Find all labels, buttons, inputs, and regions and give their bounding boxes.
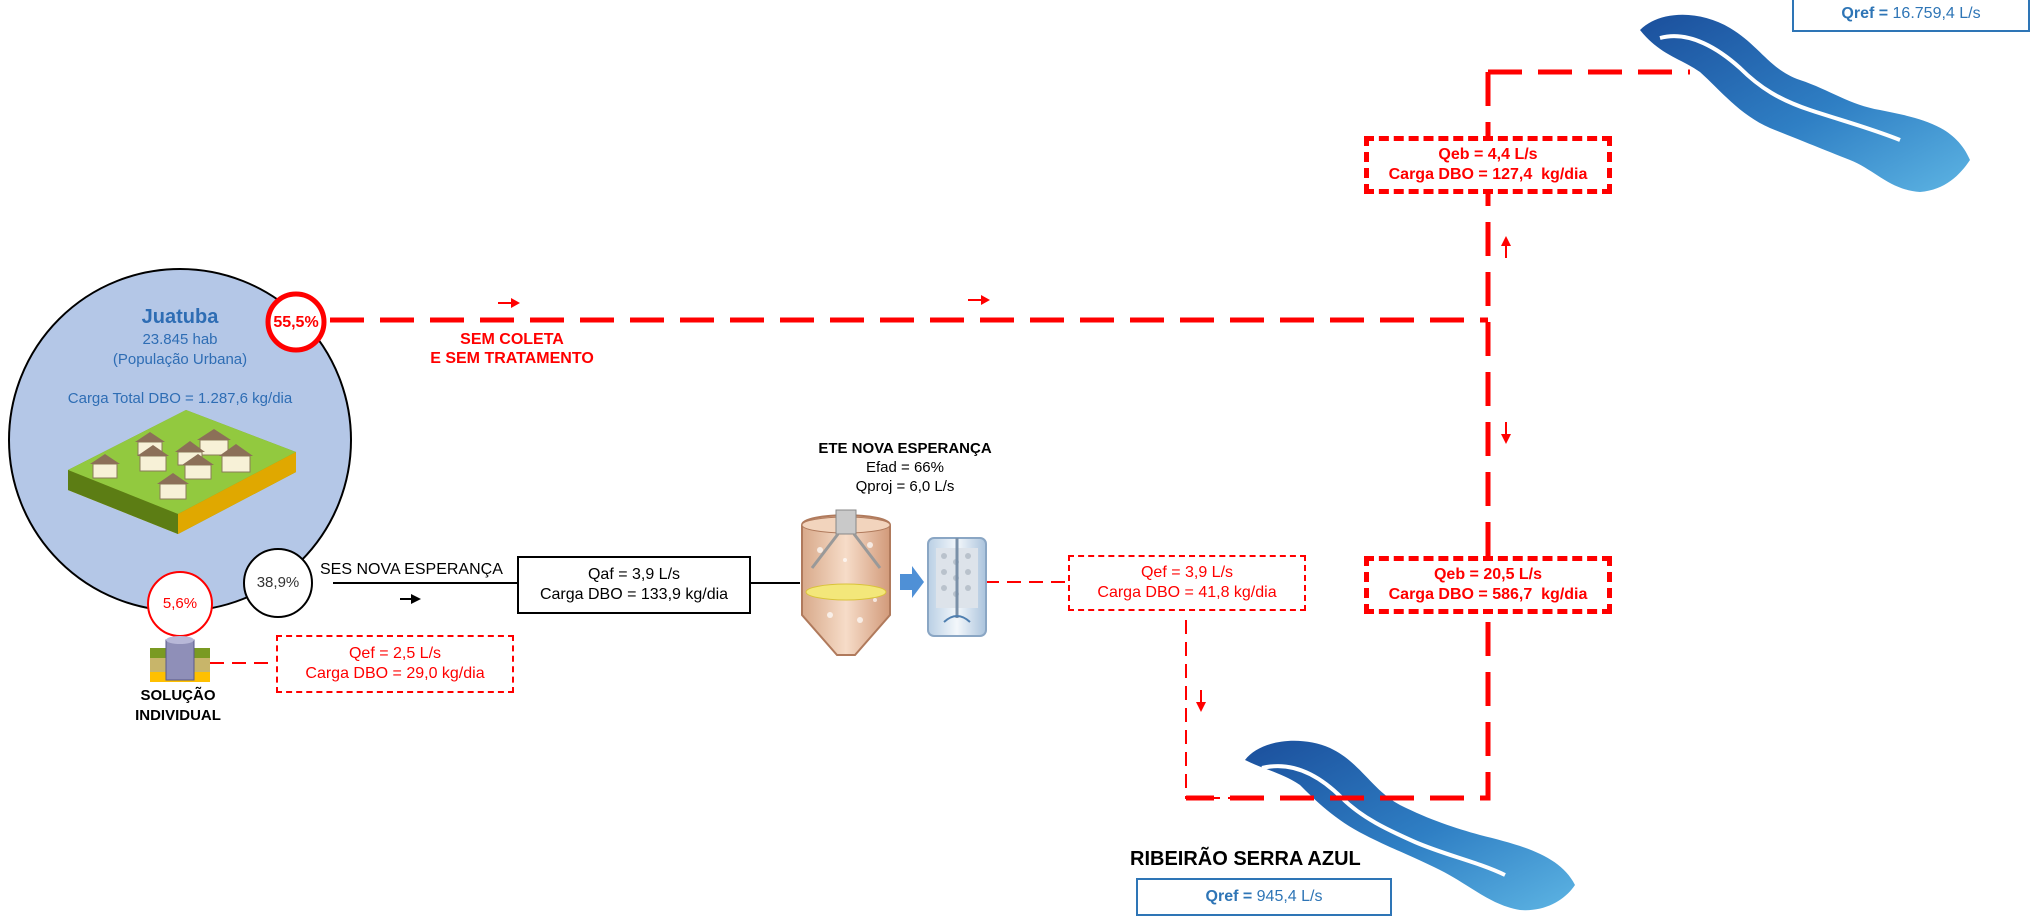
city-population: 23.845 hab [142,331,218,348]
ete-effluent-load: Carga DBO = 41,8 kg/dia [1097,584,1277,601]
main-river-qref-box: Qref = 16.759,4 L/s [1792,0,2030,32]
arrow-down-icon [1501,422,1511,444]
individual-effluent-load: Carga DBO = 29,0 kg/dia [305,665,485,682]
individual-share: 5,6% [162,595,198,612]
ribeirao-river-shape [1245,740,1575,911]
upper-reach-load: Carga DBO = 127,4 kg/dia [1388,166,1588,183]
ribeirao-name: RIBEIRÃO SERRA AZUL [1130,848,1361,870]
no-collection-share-circle [265,291,327,353]
lower-reach-flow: Qeb = 20,5 L/s [1433,566,1543,583]
ete-effluent-line [985,581,1245,799]
ete-efficiency: Efad = 66% [866,459,944,476]
anaerobic-reactor-icon [801,509,891,656]
arrow-up-icon [1501,236,1511,258]
city-blocks-illustration [68,410,296,534]
no-collection-label-line1: SEM COLETA [460,331,564,348]
individual-label-line1: SOLUÇÃO [140,687,216,704]
ses-influent-flow: Qaf = 3,9 L/s [587,566,681,583]
ete-effluent-box: Qef = 3,9 L/s Carga DBO = 41,8 kg/dia [1068,555,1306,611]
individual-effluent-flow: Qef = 2,5 L/s [348,645,442,662]
individual-label-line2: INDIVIDUAL [135,707,221,724]
ete-name: ETE NOVA ESPERANÇA [818,440,992,457]
ribeirao-qref-label: Qref = [1205,888,1253,905]
main-river-qref-value: 16.759,4 L/s [1892,5,1981,22]
ribeirao-qref-value: 945,4 L/s [1256,888,1323,905]
ses-share-circle [243,548,313,618]
arrow-right-icon [498,298,520,308]
main-river-shape [1640,14,1970,192]
no-collection-share: 55,5% [273,314,319,331]
no-collection-label-line2: E SEM TRATAMENTO [430,350,594,367]
city-name: Juatuba [141,306,219,328]
upper-reach-flow: Qeb = 4,4 L/s [1438,146,1538,163]
lower-reach-load: Carga DBO = 586,7 kg/dia [1388,586,1588,603]
city-population-note: (População Urbana) [112,351,248,368]
arrow-down-icon [1196,690,1206,712]
city-total-load: Carga Total DBO = 1.287,6 kg/dia [67,390,293,407]
ses-share: 38,9% [256,574,300,591]
process-arrow-icon [900,566,924,598]
ribeirao-qref-box: Qref = 945,4 L/s [1136,878,1392,916]
upper-reach-box: Qeb = 4,4 L/s Carga DBO = 127,4 kg/dia [1364,136,1612,194]
arrow-right-icon [400,594,421,604]
ses-influent-load: Carga DBO = 133,9 kg/dia [539,586,729,603]
lower-reach-box: Qeb = 20,5 L/s Carga DBO = 586,7 kg/dia [1364,556,1612,614]
filter-tank-icon [927,537,987,637]
collector-main-line [1186,69,1690,801]
ses-influent-box: Qaf = 3,9 L/s Carga DBO = 133,9 kg/dia [517,556,751,614]
ses-label: SES NOVA ESPERANÇA [320,561,503,578]
individual-effluent-box: Qef = 2,5 L/s Carga DBO = 29,0 kg/dia [276,635,514,693]
ete-effluent-flow: Qef = 3,9 L/s [1140,564,1234,581]
main-river-qref-label: Qref = [1841,5,1889,22]
arrow-right-icon [968,295,990,305]
ete-design-flow: Qproj = 6,0 L/s [855,478,955,495]
septic-tank-icon [150,636,210,682]
